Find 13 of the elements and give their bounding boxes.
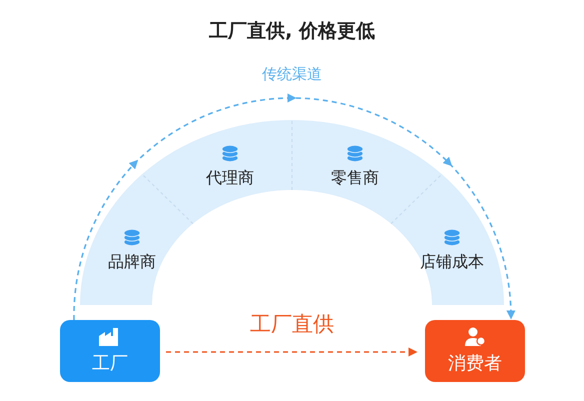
consumer-box — [425, 320, 525, 382]
segment-label: 代理商 — [205, 168, 255, 188]
edge-label: 传统渠道 — [232, 64, 352, 84]
box-label: 工厂 — [91, 352, 129, 376]
arrow — [166, 348, 418, 356]
arc-arrow — [73, 94, 516, 320]
factory-box — [60, 320, 160, 382]
box-label: 消费者 — [447, 352, 503, 376]
title: 工厂直供, 价格更低 — [208, 19, 376, 44]
segment-label: 店铺成本 — [419, 252, 485, 272]
segment-label: 零售商 — [330, 168, 380, 188]
segment-label: 品牌商 — [107, 252, 157, 272]
arch-band — [80, 120, 504, 305]
